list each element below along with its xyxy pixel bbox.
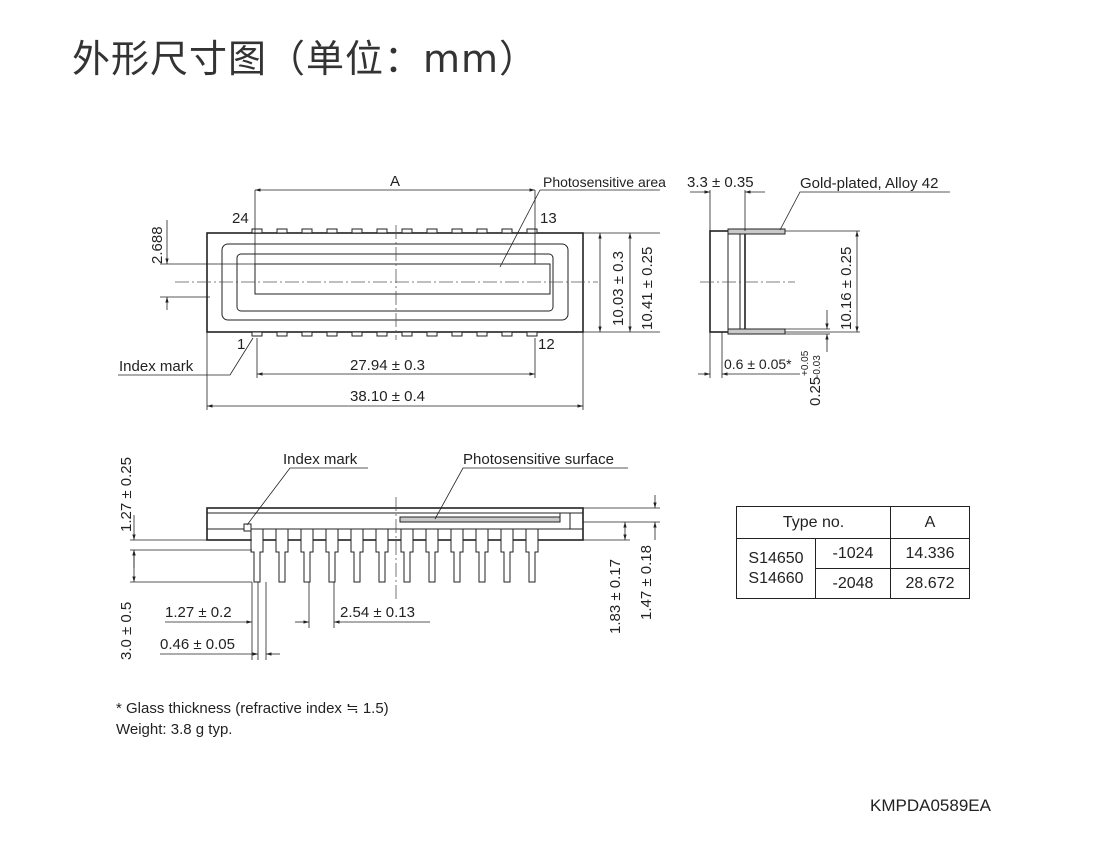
pin-pad — [426, 228, 438, 234]
dim-046-label: 0.46 ± 0.05 — [160, 636, 235, 653]
dim-06-label: 0.6 ± 0.05* — [724, 356, 792, 372]
type-table: Type no. A S14650 S14660 -1024 14.336 -2… — [736, 506, 970, 599]
table-header-a: A — [890, 506, 970, 539]
pin-pad — [326, 331, 338, 337]
pin-1-label: 1 — [237, 336, 245, 353]
pin-pad — [401, 228, 413, 234]
table-header-type: Type no. — [736, 506, 891, 539]
dim-2688-label: 2.688 — [149, 226, 166, 264]
lead-pin — [275, 528, 289, 583]
a-dim-label: A — [390, 173, 400, 190]
lead-pin — [525, 528, 539, 583]
index-mark-top-label: Index mark — [119, 358, 194, 375]
dim-025-label: 0.25 — [807, 377, 824, 406]
top-view: A Photosensitive area 24 13 1 12 Index m… — [118, 173, 666, 410]
notes: * Glass thickness (refractive index ≒ 1.… — [116, 698, 389, 740]
dim-3810-label: 38.10 ± 0.4 — [350, 388, 425, 405]
pin-pad — [401, 331, 413, 337]
window-frame — [236, 253, 554, 312]
dim-127-025-label: 1.27 ± 0.25 — [118, 457, 135, 532]
pin-24-label: 24 — [232, 210, 249, 227]
dim-147-label: 1.47 ± 0.18 — [638, 545, 655, 620]
dim-33-label: 3.3 ± 0.35 — [687, 174, 754, 191]
lead-pin — [325, 528, 339, 583]
photosensitive-area-label: Photosensitive area — [543, 174, 666, 190]
pin-pad — [426, 331, 438, 337]
page-title: 外形尺寸图（单位：mm） — [72, 37, 539, 81]
lead-pin — [400, 528, 414, 583]
top-pins-lower — [251, 331, 538, 337]
dim-127-02-label: 1.27 ± 0.2 — [165, 604, 232, 621]
pin-pad — [276, 331, 288, 337]
front-view: Index mark Photosensitive surface 1.27 ±… — [118, 451, 660, 660]
pin-pad — [301, 331, 313, 337]
pin-12-label: 12 — [538, 336, 555, 353]
lead-pin — [300, 528, 314, 583]
pin-pad — [476, 228, 488, 234]
front-pins — [250, 528, 539, 583]
index-mark-notch — [243, 523, 252, 532]
pin-pad — [351, 228, 363, 234]
drawing-code: KMPDA0589EA — [870, 796, 991, 815]
pin-pad — [501, 331, 513, 337]
lead-pin — [450, 528, 464, 583]
table-row1-suffix: -1024 — [815, 538, 891, 569]
table-row2-suffix: -2048 — [815, 568, 891, 599]
pin-pad — [376, 228, 388, 234]
table-row2-a: 28.672 — [890, 568, 970, 599]
photosensitive-surface-strip — [399, 516, 561, 523]
pin-pad — [376, 331, 388, 337]
gold-plated-label: Gold-plated, Alloy 42 — [800, 175, 938, 192]
pin-pad — [526, 331, 538, 337]
pin-pad — [451, 331, 463, 337]
dim-025-minus-label: -0.03 — [812, 355, 823, 378]
pin-pad — [476, 331, 488, 337]
photosensitive-surface-label: Photosensitive surface — [463, 451, 614, 468]
pin-pad — [451, 228, 463, 234]
dim-183-label: 1.83 ± 0.17 — [607, 559, 624, 634]
side-lead-bottom — [727, 328, 786, 335]
pin-pad — [526, 228, 538, 234]
dim-30-label: 3.0 ± 0.5 — [118, 602, 135, 660]
index-mark-bottom-label: Index mark — [283, 451, 358, 468]
pin-pad — [301, 228, 313, 234]
pin-pad — [351, 331, 363, 337]
lead-pin — [500, 528, 514, 583]
pin-pad — [326, 228, 338, 234]
pin-pad — [276, 228, 288, 234]
table-model-2: S14660 — [748, 569, 804, 587]
lead-pin — [350, 528, 364, 583]
package-body — [206, 232, 584, 333]
pin-13-label: 13 — [540, 210, 557, 227]
top-pins-upper — [251, 228, 538, 234]
note-weight: Weight: 3.8 g typ. — [116, 721, 233, 738]
dim-025-plus-label: +0.05 — [800, 350, 811, 376]
dim-1016-label: 10.16 ± 0.25 — [838, 247, 855, 330]
table-models: S14650 S14660 — [736, 538, 816, 599]
pin-pad — [251, 331, 263, 337]
dim-1003-label: 10.03 ± 0.3 — [610, 251, 627, 326]
lead-pin — [475, 528, 489, 583]
table-model-1: S14650 — [748, 549, 804, 567]
dim-2794-label: 27.94 ± 0.3 — [350, 357, 425, 374]
lead-pin — [250, 528, 264, 583]
pin-pad — [251, 228, 263, 234]
dim-254-label: 2.54 ± 0.13 — [340, 604, 415, 621]
side-lead-top — [727, 228, 786, 235]
pin-pad — [501, 228, 513, 234]
side-view: 3.3 ± 0.35 Gold-plated, Alloy 42 10.16 ±… — [687, 174, 950, 406]
lead-pin — [425, 528, 439, 583]
photosensitive-area-rect — [254, 263, 551, 295]
lead-pin — [375, 528, 389, 583]
dim-1041-label: 10.41 ± 0.25 — [639, 247, 656, 330]
note-glass-thickness: * Glass thickness (refractive index ≒ 1.… — [116, 700, 389, 717]
table-row1-a: 14.336 — [890, 538, 970, 569]
